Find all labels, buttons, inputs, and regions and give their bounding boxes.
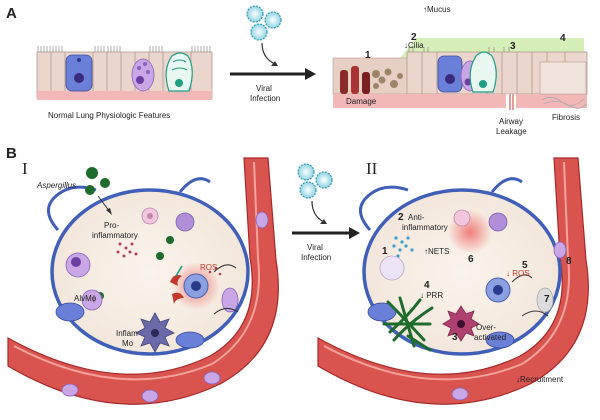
anti-inflammatory-line2: inflammatory (402, 223, 448, 232)
panel-b-number-1: 1 (382, 246, 388, 257)
immune-cells-right (379, 209, 511, 342)
normal-caption: Normal Lung Physiologic Features (48, 111, 170, 120)
panel-b-roman-ii: II (366, 159, 378, 178)
viral-infection-a-line2: Infection (250, 94, 280, 103)
virus-curve-arrowhead-b (320, 219, 327, 224)
immune-cells-left (65, 207, 220, 353)
ros-down-label: ↓ ROS (506, 269, 530, 278)
panel-a-number-4: 4 (560, 33, 566, 44)
prr-label: ↓ PRR (420, 291, 443, 300)
recruitment-label: ↓Recruitment (516, 375, 564, 384)
aspergillus-arrowhead (106, 208, 112, 215)
panel-b-number-6: 6 (468, 254, 474, 265)
over-activated-line1: Over- (476, 323, 496, 332)
inflam-mo-line2: Mo (122, 339, 134, 348)
panel-b-letter: B (6, 145, 17, 162)
inflam-mo-line1: Inflam (116, 329, 138, 338)
virus-curve-arrow-a (261, 42, 276, 65)
virus-cluster-a (246, 5, 282, 41)
panel-b-number-5: 5 (522, 260, 528, 271)
alveolus-right (317, 157, 589, 405)
ros-arrow-left (213, 264, 237, 273)
pro-inflammatory-line1: Pro- (104, 221, 119, 230)
pro-inflammatory-dots (116, 242, 222, 276)
cilia-label: ↓Cilia (404, 41, 424, 50)
over-activated-line2: activated (474, 333, 506, 342)
alveolus-left (7, 157, 279, 405)
virus-curve-arrow-b (311, 200, 325, 223)
anti-inflammatory-line1: Anti- (408, 213, 425, 222)
viral-infection-a-line1: Viral (256, 84, 272, 93)
virus-curve-arrowhead-a (271, 61, 278, 66)
pro-inflammatory-line2: inflammatory (92, 231, 138, 240)
panel-b-number-8: 8 (566, 256, 572, 267)
panel-a-number-2: 2 (411, 32, 417, 43)
ros-arrow-right (511, 274, 533, 283)
panel-b-number-3: 3 (452, 332, 458, 343)
virus-cluster-b (297, 163, 333, 199)
fungal-hyphae (382, 296, 434, 352)
main-arrowhead-b (349, 227, 360, 239)
main-arrowhead-a (305, 68, 316, 80)
viral-infection-b-line1: Viral (307, 243, 323, 252)
panel-b-number-2: 2 (398, 212, 404, 223)
fibrosis-label: Fibrosis (552, 113, 580, 122)
airway-leakage-line2: Leakage (496, 127, 527, 136)
infected-epithelium (332, 38, 588, 110)
ros-label-left: ROS (200, 263, 217, 272)
panel-b-roman-i: I (22, 159, 28, 178)
aspergillus-label: Aspergillus (36, 181, 76, 190)
airway-leakage-line1: Airway (499, 117, 523, 126)
return-arrow-right (521, 310, 549, 317)
panel-a-letter: A (6, 5, 17, 22)
panel-a-number-1: 1 (365, 50, 371, 61)
alvm-label: AlvMϕ (74, 294, 97, 303)
nets-label: ↑NETS (424, 247, 449, 256)
panel-b-number-4: 4 (424, 280, 430, 291)
panel-b-number-7: 7 (544, 294, 550, 305)
mucus-label: ↑Mucus (423, 5, 451, 14)
normal-epithelium (36, 46, 213, 100)
damage-label: Damage (346, 97, 377, 106)
panel-a-number-3: 3 (510, 41, 516, 52)
viral-infection-b-line2: Infection (301, 253, 331, 262)
return-arrow-left (213, 308, 239, 315)
anti-inflammatory-dots (392, 236, 414, 258)
